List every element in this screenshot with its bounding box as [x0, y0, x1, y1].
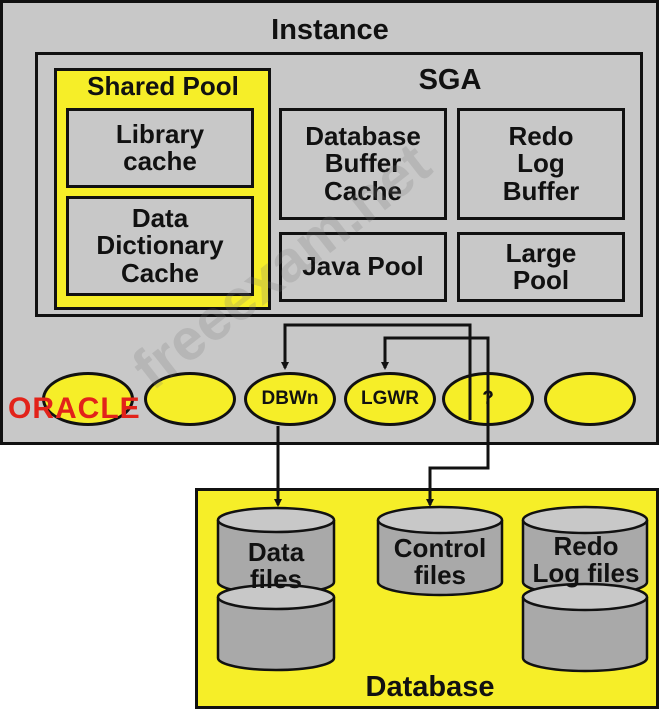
- cylinders: [216, 505, 649, 673]
- connector-arrows: [274, 323, 490, 507]
- lgwr-process: LGWR: [344, 372, 436, 426]
- arrow-to-dbwn: [281, 323, 472, 420]
- data-dictionary-cache: Data Dictionary Cache: [66, 196, 254, 296]
- shared-pool-title: Shared Pool: [87, 71, 239, 102]
- database-buffer-cache: Database Buffer Cache: [279, 108, 447, 220]
- arrow-to-control-files: [426, 426, 490, 507]
- library-cache: Library cache: [66, 108, 254, 188]
- sga-title: SGA: [418, 63, 482, 96]
- redo-log-files-label: Redo Log files: [532, 530, 640, 588]
- arrow-to-lgwr: [381, 336, 490, 440]
- data-files-label: Data files: [247, 536, 305, 594]
- control-files-label: Control files: [393, 532, 487, 590]
- oracle-logo: ORACLE: [8, 392, 141, 425]
- java-pool: Java Pool: [279, 232, 447, 302]
- large-pool: Large Pool: [457, 232, 625, 302]
- redo-log-cylinder-bottom: [521, 597, 649, 673]
- instance-title: Instance: [271, 13, 389, 46]
- dbwn-process: DBWn: [244, 372, 336, 426]
- background-process-2: [144, 372, 236, 426]
- data-files-cylinder-bottom: [216, 597, 336, 672]
- background-process-1: [42, 372, 134, 426]
- background-process-6: [544, 372, 636, 426]
- redo-log-buffer: Redo Log Buffer: [457, 108, 625, 220]
- control-files-cylinder: [376, 520, 504, 597]
- database-title: Database: [365, 670, 495, 703]
